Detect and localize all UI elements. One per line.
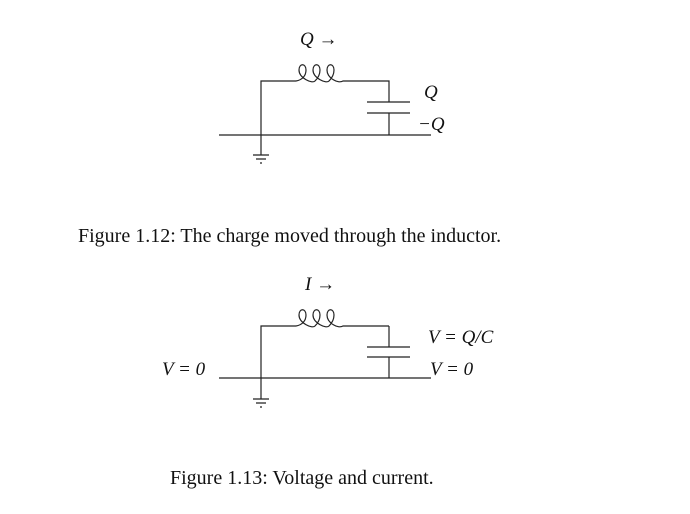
left-voltage-label: V = 0: [162, 359, 206, 380]
capacitor-plates: [367, 101, 410, 114]
inductor-coil: [295, 64, 352, 83]
inductor-coil: [295, 309, 389, 328]
circuit-figure-1-13: [219, 309, 431, 408]
ground-symbol: [253, 378, 269, 408]
top-wire-right: [352, 80, 390, 102]
capacitor-plates: [367, 346, 410, 358]
circuit-figure-1-12: [219, 64, 431, 164]
top-wire-left: [260, 325, 296, 378]
capacitor-bottom-charge-label: −Q: [418, 114, 445, 135]
capacitor-bottom-voltage-label: V = 0: [430, 359, 474, 380]
figure-caption-1-13: Figure 1.13: Voltage and current.: [170, 467, 434, 489]
figure-caption-1-12: Figure 1.12: The charge moved through th…: [78, 225, 502, 247]
inductor-charge-label: Q →: [300, 29, 338, 50]
capacitor-top-charge-label: Q: [424, 82, 438, 103]
ground-symbol: [253, 135, 269, 164]
capacitor-top-voltage-label: V = Q/C: [428, 327, 494, 348]
top-wire-left: [260, 80, 296, 135]
inductor-current-label: I →: [305, 274, 336, 295]
